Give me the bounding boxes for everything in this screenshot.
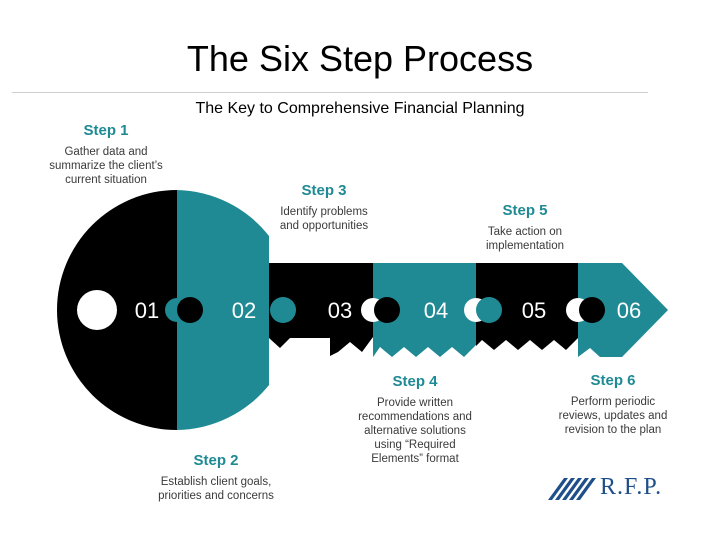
key-segment-step-4 <box>373 263 476 357</box>
step-2-annotation: Step 2 Establish client goals, prioritie… <box>140 452 292 503</box>
step-number-2: 02 <box>232 298 256 323</box>
rfp-logo: R.F.P. <box>548 474 662 500</box>
step-4-annotation: Step 4 Provide written recommendations a… <box>340 373 490 466</box>
knob-2-3 <box>270 297 296 323</box>
step-6-description: Perform periodic reviews, updates and re… <box>558 396 668 436</box>
key-segment-step-2 <box>165 190 269 430</box>
step-3-label: Step 3 <box>301 182 347 199</box>
step-2-description: Establish client goals, priorities and c… <box>158 476 274 502</box>
title-divider <box>12 92 648 93</box>
page-title: The Six Step Process <box>186 38 534 79</box>
step-5-description: Take action on implementation <box>486 226 564 252</box>
knob-1-2 <box>177 297 203 323</box>
stripes-logo-icon <box>548 478 596 500</box>
step-number-4: 04 <box>424 298 448 323</box>
step-1-annotation: Step 1 Gather data and summarize the cli… <box>36 122 176 187</box>
step-3-description: Identify problems and opportunities <box>279 206 369 232</box>
key-segment-step-3 <box>269 263 373 356</box>
step-number-5: 05 <box>522 298 546 323</box>
step-6-label: Step 6 <box>590 372 636 389</box>
step-number-6: 06 <box>617 298 641 323</box>
step-3-annotation: Step 3 Identify problems and opportuniti… <box>250 182 398 233</box>
key-segment-step-6 <box>578 263 668 357</box>
step-5-annotation: Step 5 Take action on implementation <box>450 202 600 253</box>
step-4-label: Step 4 <box>392 373 438 390</box>
key-segment-step-5 <box>476 263 578 350</box>
knob-4-5 <box>476 297 502 323</box>
page-subtitle: The Key to Comprehensive Financial Plann… <box>195 100 525 117</box>
key-hole <box>77 290 117 330</box>
key-segment-step-1 <box>57 190 189 430</box>
logo-text: R.F.P. <box>600 473 663 500</box>
knob-5-6 <box>579 297 605 323</box>
step-2-label: Step 2 <box>193 452 239 469</box>
step-number-3: 03 <box>328 298 352 323</box>
step-1-description: Gather data and summarize the client’s c… <box>49 146 163 186</box>
knob-3-4 <box>374 297 400 323</box>
step-4-description: Provide written recommendations and alte… <box>358 397 472 465</box>
step-5-label: Step 5 <box>502 202 548 219</box>
step-1-label: Step 1 <box>83 122 129 139</box>
step-6-annotation: Step 6 Perform periodic reviews, updates… <box>538 372 688 437</box>
step-number-1: 01 <box>135 298 159 323</box>
